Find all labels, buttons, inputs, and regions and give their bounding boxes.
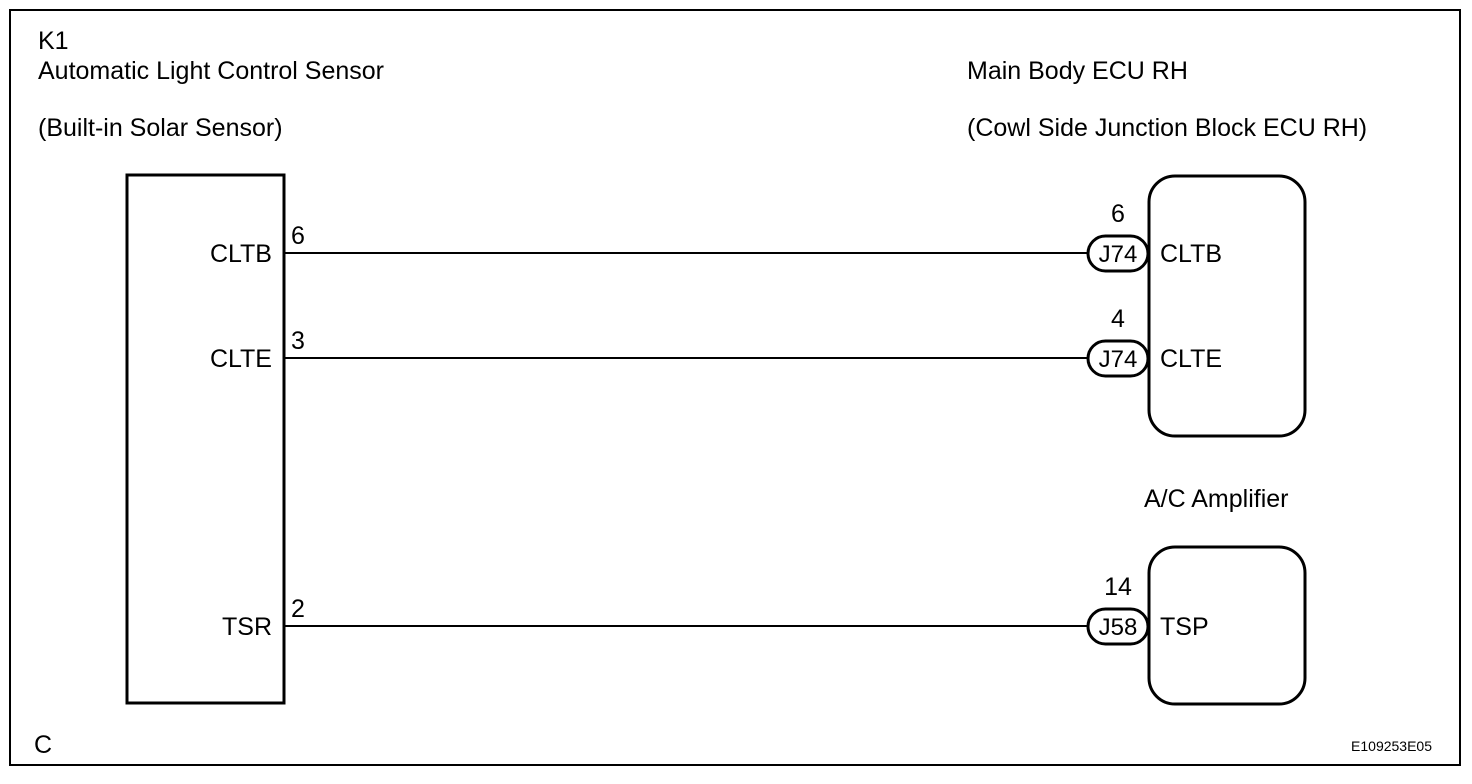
connector-code: J58 (1099, 614, 1138, 641)
figure-code: E109253E05 (1351, 738, 1432, 754)
connector-code: J74 (1099, 346, 1138, 373)
corner-letter: C (34, 731, 52, 759)
left-component-name: Automatic Light Control Sensor (38, 57, 384, 85)
wire-row: TSR 2 J58 14 TSP (222, 573, 1209, 646)
left-pin-number: 3 (291, 327, 305, 355)
wire-row: CLTE 3 J74 4 CLTE (210, 305, 1222, 378)
right-top-component-box (1147, 174, 1307, 438)
right-pin-number: 4 (1111, 305, 1125, 333)
connector-oval (1086, 607, 1150, 646)
left-terminal-label: TSR (222, 613, 272, 641)
left-component-box (125, 173, 286, 705)
wire-row: CLTB 6 J74 6 CLTB (210, 200, 1222, 273)
right-pin-number: 6 (1111, 200, 1125, 228)
diagram-frame (9, 9, 1461, 766)
connector-code: J74 (1099, 241, 1138, 268)
component-id: K1 (38, 27, 69, 55)
connector-oval (1086, 339, 1150, 378)
connector-oval (1086, 234, 1150, 273)
right-terminal-label: CLTE (1160, 345, 1222, 373)
right-bottom-component-name: A/C Amplifier (1144, 485, 1288, 513)
left-pin-number: 6 (291, 222, 305, 250)
right-top-component-name: Main Body ECU RH (967, 57, 1188, 85)
right-terminal-label: TSP (1160, 613, 1209, 641)
left-terminal-label: CLTB (210, 240, 272, 268)
right-top-component-subname: (Cowl Side Junction Block ECU RH) (967, 114, 1367, 142)
left-terminal-label: CLTE (210, 345, 272, 373)
right-pin-number: 14 (1104, 573, 1132, 601)
left-pin-number: 2 (291, 595, 305, 623)
right-terminal-label: CLTB (1160, 240, 1222, 268)
left-component-subname: (Built-in Solar Sensor) (38, 114, 283, 142)
